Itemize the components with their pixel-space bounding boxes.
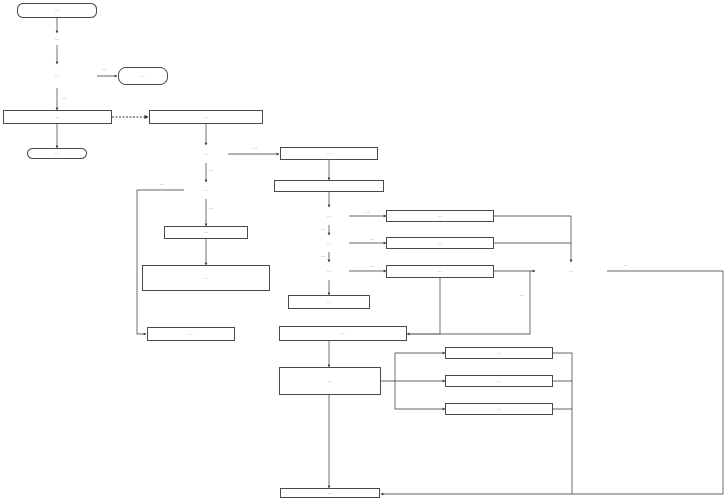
edge-label: … — [102, 66, 106, 71]
edge-label: … — [160, 181, 164, 186]
chk-type-decision: … — [184, 145, 228, 163]
link-actc-merge — [406, 278, 441, 336]
edge-label: … — [370, 236, 374, 241]
after-c-node: … — [288, 295, 370, 309]
sub-3-node: … — [445, 403, 553, 415]
link-chkad-downleft — [136, 189, 184, 336]
edge-label: … — [624, 262, 628, 267]
edge-label: … — [253, 145, 257, 150]
edge-label: … — [209, 205, 213, 210]
edge-label: … — [209, 167, 213, 172]
edge-label: … — [62, 95, 66, 100]
edge-label: … — [520, 292, 524, 297]
end-box-node: … — [280, 488, 380, 498]
dec-right-decision: … — [535, 262, 607, 281]
link-gather-sub1 — [381, 351, 446, 382]
act-b-node: … — [386, 237, 494, 249]
down-left-node: … — [147, 327, 235, 341]
done-left-node: … — [27, 148, 87, 159]
list-main-node: … — [3, 110, 112, 124]
gather-box-node: … — [279, 367, 381, 395]
side1-node: … — [118, 67, 168, 85]
link-gather-sub3 — [394, 381, 446, 411]
merge-box-node: … — [279, 326, 407, 341]
dec-c-decision: … — [309, 262, 349, 280]
edge-label: … — [370, 263, 374, 268]
edge-label: … — [321, 226, 325, 231]
act-c-node: … — [386, 265, 494, 278]
big-box-node: … — [142, 265, 270, 291]
act-a-node: … — [386, 210, 494, 222]
sub-2-node: … — [445, 375, 553, 387]
input-node: … — [20, 33, 94, 45]
link-acta-decright — [494, 215, 573, 263]
edge-label: … — [365, 209, 369, 214]
dec-box-node: … — [274, 180, 384, 192]
link-decright-end — [380, 270, 724, 496]
check1-decision: … — [17, 64, 97, 88]
sub-1-node: … — [445, 347, 553, 359]
link-sub1-end — [553, 352, 573, 494]
right-top-node: … — [280, 147, 378, 160]
dec-b-decision: … — [309, 235, 349, 252]
dec-a-decision: … — [309, 207, 349, 225]
link-decright-merge — [407, 271, 531, 335]
list-note-node: … — [149, 110, 263, 124]
mid-box-node: … — [164, 226, 248, 239]
edge-label: … — [321, 253, 325, 258]
start-node: … — [17, 3, 97, 18]
chk-ad-decision: … — [184, 182, 228, 199]
